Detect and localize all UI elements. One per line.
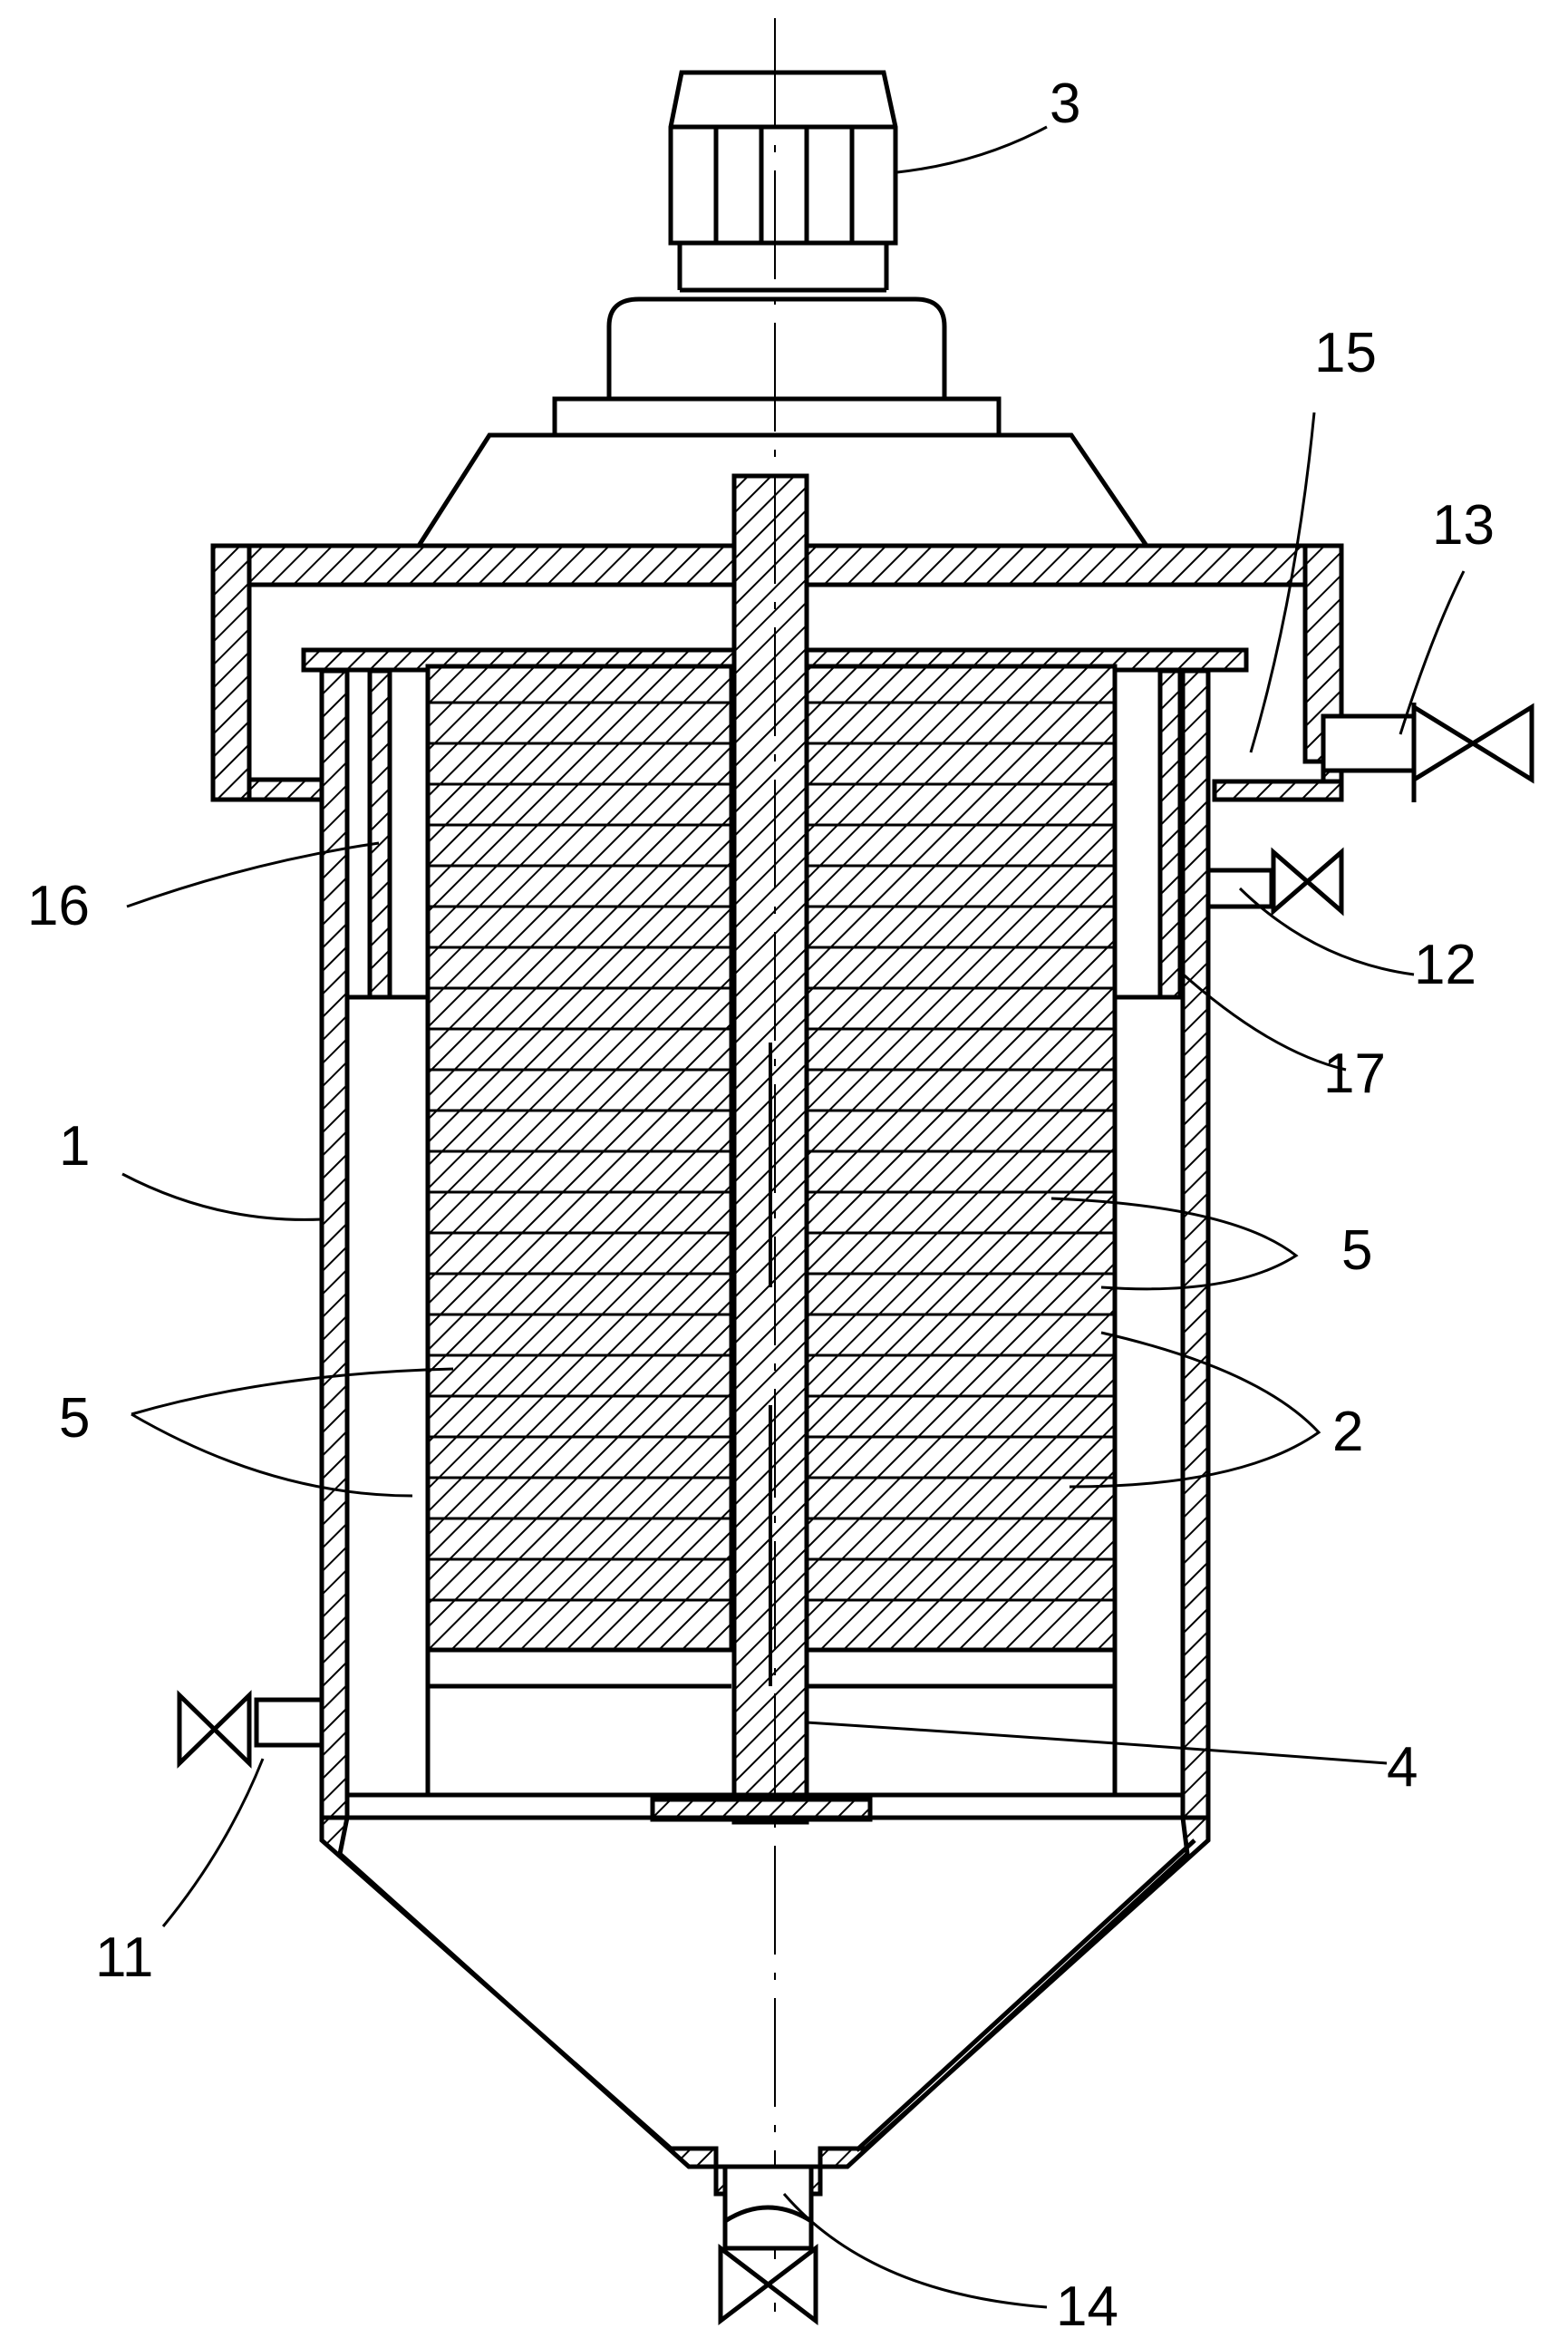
leader-lines [121,125,1466,2309]
label-5-left: 5 [59,1387,90,1450]
lower-inlet-valve [177,1690,324,1769]
conical-bottom [319,1815,1211,2197]
label-13: 13 [1432,494,1495,557]
label-11: 11 [95,1926,153,1989]
bottom-plate [347,1792,1183,1822]
label-14: 14 [1056,2275,1118,2338]
label-16: 16 [27,875,90,937]
bottom-drain-valve [718,2164,818,2326]
label-17: 17 [1323,1043,1386,1105]
hollow-shaft [731,473,809,1825]
gearbox [552,296,1002,438]
label-5-right: 5 [1341,1219,1372,1282]
side-outlet-valve [1205,847,1344,917]
label-12: 12 [1414,934,1476,996]
label-4: 4 [1387,1736,1418,1799]
label-15: 15 [1314,322,1377,384]
label-1: 1 [59,1115,90,1178]
disc-stack [425,664,1118,1689]
motor [668,70,898,293]
label-2: 2 [1332,1401,1363,1463]
label-3: 3 [1050,73,1080,135]
reference-labels: 3 15 13 16 12 17 1 5 5 2 4 11 14 [27,73,1495,2338]
upper-outlet-valve [1321,703,1534,802]
